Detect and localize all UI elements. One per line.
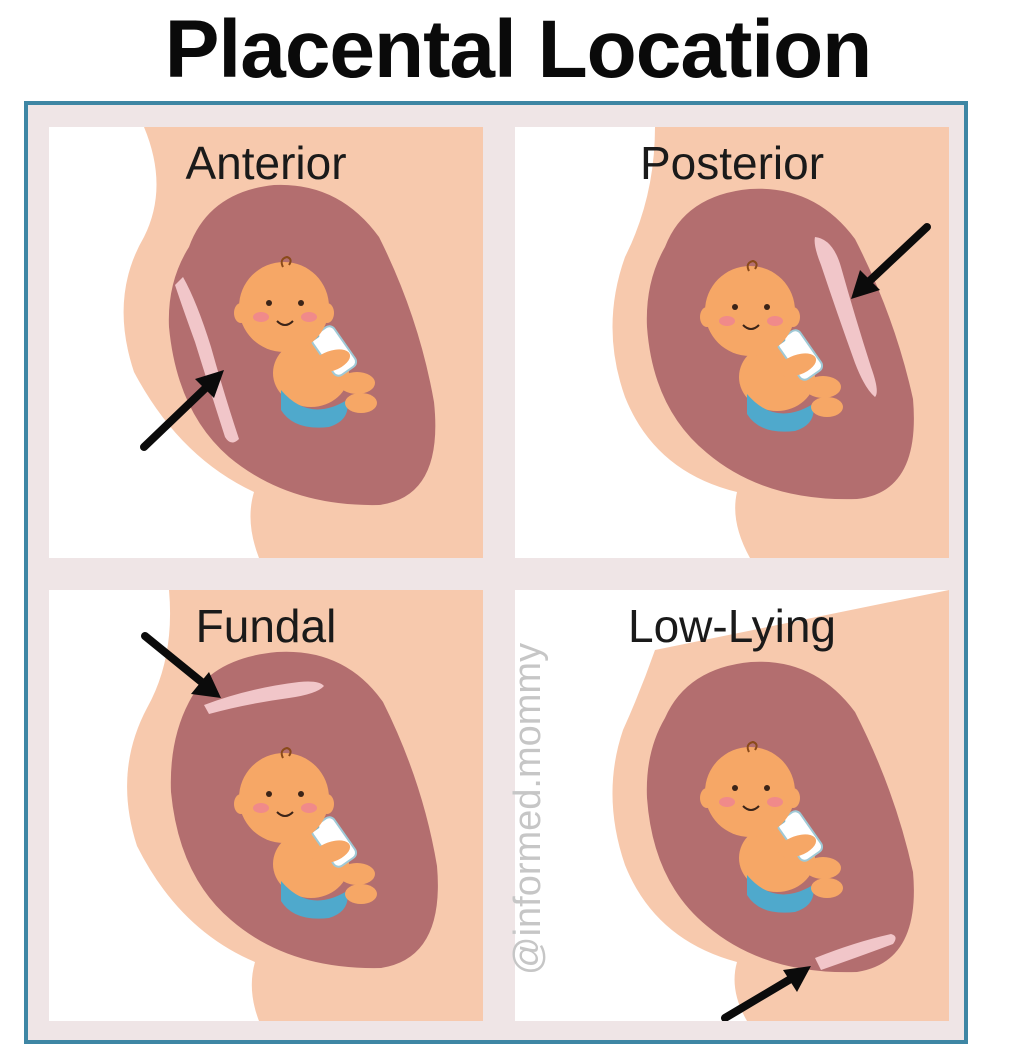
anterior-illustration <box>123 127 483 558</box>
panel-low-lying: Low-Lying <box>515 590 949 1021</box>
posterior-arrow <box>857 223 931 293</box>
low-lying-illustration <box>612 590 949 1021</box>
anterior-arrow <box>140 375 219 451</box>
panel-fundal: Fundal <box>49 590 483 1021</box>
watermark: @informed.mommy <box>507 642 549 975</box>
panel-label-anterior: Anterior <box>185 137 347 189</box>
diagram-title: Placental Location <box>164 4 873 95</box>
fundal-illustration <box>127 590 483 1021</box>
panel-posterior: Posterior <box>515 127 949 558</box>
diagram-frame: Anterior Posterior Fundal <box>24 101 968 1044</box>
panel-label-posterior: Posterior <box>639 137 825 189</box>
panel-label-low-lying: Low-Lying <box>628 600 836 652</box>
panel-anterior: Anterior <box>49 127 483 558</box>
posterior-illustration <box>612 127 949 558</box>
low-lying-arrow <box>721 970 803 1021</box>
fundal-arrow <box>141 632 213 692</box>
panel-label-fundal: Fundal <box>195 600 337 652</box>
